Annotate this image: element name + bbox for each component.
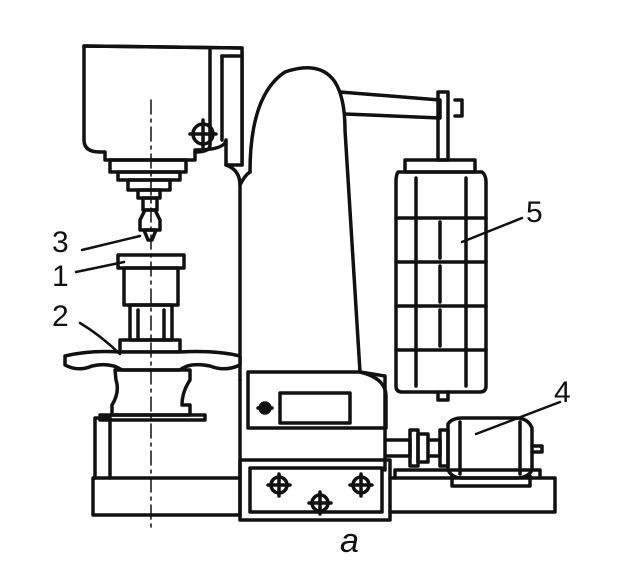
base-block — [238, 458, 557, 522]
callout-1: 1 — [52, 260, 69, 293]
callout-4: 4 — [554, 376, 571, 409]
motor — [384, 416, 544, 488]
figure-caption: a — [340, 522, 359, 560]
machine-head — [82, 44, 244, 167]
leader-weights — [460, 216, 524, 244]
lower-housing — [246, 370, 388, 430]
leader-spindle — [80, 234, 142, 252]
spindle — [108, 158, 188, 242]
leader-table — [78, 321, 122, 356]
callout-2: 2 — [52, 300, 69, 333]
callout-3: 3 — [52, 226, 69, 259]
leader-motor — [474, 400, 562, 436]
machine-base — [91, 416, 242, 517]
leader-lines — [74, 216, 562, 436]
callout-5: 5 — [526, 196, 543, 229]
leader-specimen — [74, 260, 126, 274]
weights — [394, 90, 488, 402]
table — [63, 349, 242, 422]
